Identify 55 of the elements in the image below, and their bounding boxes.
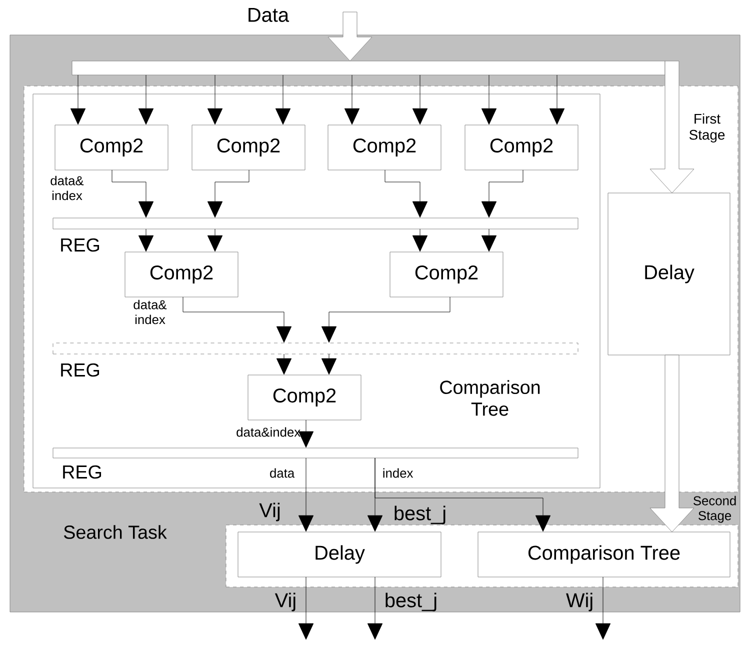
arrow (207, 228, 223, 252)
comparison-tree-box: Comparison Tree (478, 532, 730, 578)
comparator-box: Comp2 (464, 124, 578, 170)
arrow (321, 354, 337, 375)
arrow (298, 576, 314, 640)
delay-box: Delay (608, 192, 730, 356)
arrow (207, 74, 223, 125)
arrow (412, 74, 428, 125)
arrow (412, 228, 428, 252)
signal-label: data& index (50, 176, 84, 200)
arrow (367, 576, 383, 640)
arrow (384, 170, 428, 218)
bus-bar (72, 60, 666, 76)
edge-label: data&index (236, 427, 300, 437)
arrow (70, 74, 86, 125)
edge-label: Wij (566, 592, 592, 612)
edge-label: index (383, 468, 414, 478)
register-label: REG (61, 363, 100, 377)
edge-label: best_j (386, 592, 436, 612)
block-arrow (328, 12, 372, 62)
arrow (138, 74, 154, 125)
edge-label: Vij (274, 592, 296, 612)
edge-label: Data (248, 8, 290, 22)
arrow (298, 420, 314, 448)
edge-label: data (270, 468, 295, 478)
signal-label: best_j (394, 506, 446, 524)
arrow (112, 170, 154, 218)
block-arrow (650, 354, 694, 532)
comparator-box: Comp2 (328, 124, 442, 170)
comparator-box: Comp2 (192, 124, 306, 170)
arrow (321, 296, 450, 343)
arrow (182, 296, 292, 343)
arrow (595, 576, 611, 640)
node-label: Second Stage (694, 496, 736, 523)
arrow (481, 74, 497, 125)
arrow (344, 74, 360, 125)
arrow (298, 458, 314, 532)
signal-label: Vij (259, 502, 280, 522)
arrow (275, 74, 291, 125)
register-label: REG (61, 238, 100, 252)
arrow (207, 170, 250, 218)
comparator-box: Comp2 (248, 374, 362, 420)
comparator-box: Comp2 (390, 252, 504, 298)
arrow (481, 228, 497, 252)
arrow (138, 228, 154, 252)
delay-box: Delay (238, 532, 442, 578)
arrow (374, 458, 551, 532)
arrow (549, 74, 565, 125)
comparator-box: Comp2 (54, 124, 168, 170)
comparator-box: Comp2 (124, 252, 238, 298)
arrow (276, 354, 292, 375)
register-label: REG (63, 465, 102, 479)
arrow (481, 170, 524, 218)
block-arrow (650, 60, 694, 194)
signal-label: data& index (134, 300, 167, 324)
